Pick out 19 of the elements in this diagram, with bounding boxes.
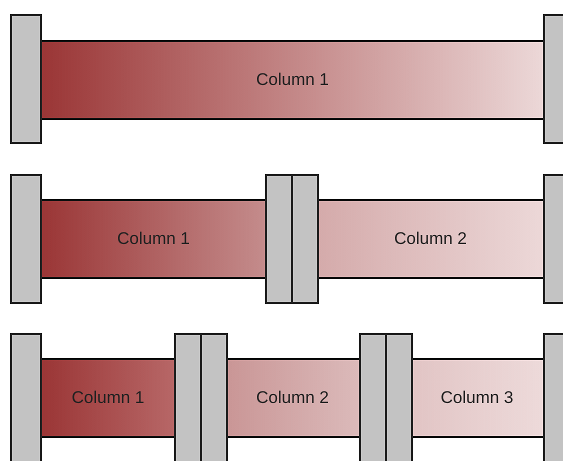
column-band <box>40 358 176 438</box>
end-fitting <box>291 174 319 304</box>
end-fitting <box>265 174 293 304</box>
column-label: Column 1 <box>256 70 329 90</box>
end-fitting <box>10 174 42 304</box>
column-label: Column 2 <box>256 388 329 408</box>
end-fitting <box>200 333 228 461</box>
end-fitting <box>10 14 42 144</box>
column-label: Column 1 <box>72 388 144 408</box>
end-fitting <box>10 333 42 461</box>
column-band <box>40 199 267 279</box>
column-band <box>316 199 545 279</box>
end-fitting <box>174 333 202 461</box>
column-band <box>40 40 545 120</box>
column-label: Column 2 <box>394 229 467 249</box>
end-fitting <box>385 333 413 461</box>
column-label: Column 3 <box>440 388 514 408</box>
column-label: Column 1 <box>117 229 190 249</box>
end-fitting <box>359 333 387 461</box>
